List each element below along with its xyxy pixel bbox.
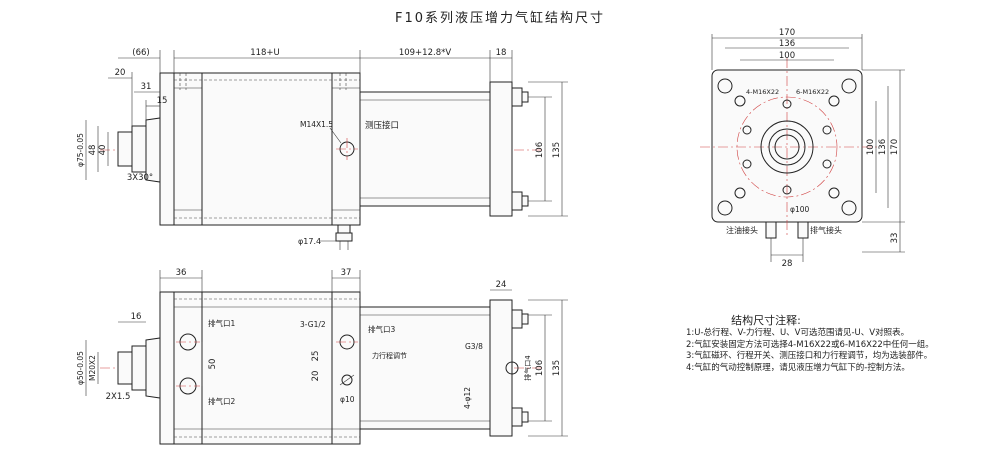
label-air-port: 排气接头 <box>810 225 842 235</box>
bottom-view: 36 37 24 16 φ50-0.05 M20X2 2X1.5 50 25 2… <box>76 268 568 445</box>
label-g38: G3/8 <box>465 342 483 351</box>
label-force-adjust: 力行程调节 <box>372 351 407 360</box>
end-plate <box>711 69 863 223</box>
front-view: (66) 118+U 109+12.8*V 18 20 31 15 φ75-0.… <box>76 48 568 250</box>
corner-hole <box>841 200 857 216</box>
dim-phi75: φ75-0.05 <box>76 133 85 167</box>
dim-136: 136 <box>779 39 795 49</box>
dim-m20: M20X2 <box>88 355 97 381</box>
dim-2x1-5: 2X1.5 <box>106 392 131 402</box>
notes-title: 结构尺寸注释: <box>731 314 801 327</box>
label-g12: 3-G1/2 <box>300 320 326 329</box>
dim-100: 100 <box>779 51 795 61</box>
air-fitting <box>797 221 809 239</box>
cylinder-tube <box>201 72 333 226</box>
label-pressure-port: 测压接口 <box>365 120 399 131</box>
label-vent3: 排气口3 <box>368 324 395 334</box>
dim-170: 170 <box>779 28 795 38</box>
note-line-1: 1:U-总行程、V-力行程、U、V可选范围请见-U、V对照表。 <box>686 328 910 338</box>
dim-phi50: φ50-0.05 <box>76 351 85 385</box>
dim-28: 28 <box>782 259 793 269</box>
label-m14: M14X1.5 <box>300 120 333 129</box>
dim-135: 135 <box>552 142 562 158</box>
dim-33: 33 <box>890 233 900 244</box>
label-oil-port: 注油接头 <box>726 225 758 235</box>
rear-cap <box>489 299 513 437</box>
dim-16: 16 <box>131 312 142 322</box>
corner-hole <box>841 78 857 94</box>
note-line-2: 2:气缸安装固定方法可选择4-M16X22或6-M16X22中任何一组。 <box>686 339 934 350</box>
label-phi17: φ17.4 <box>298 237 321 246</box>
label-vent4: 排气口4 <box>523 355 532 381</box>
vent-port-4 <box>505 361 519 375</box>
tie-rod-nut <box>511 87 523 107</box>
booster-body <box>359 91 491 207</box>
note-line-3: 3:气缸磁环、行程开关、测压接口和力行程调节，均为选装部件。 <box>686 351 933 361</box>
dim-31: 31 <box>141 82 152 92</box>
rod-end <box>117 131 133 167</box>
tie-rod-nut <box>511 191 523 211</box>
label-vent1: 排气口1 <box>208 318 235 328</box>
dim-15: 15 <box>157 96 168 106</box>
dim-40: 40 <box>98 145 108 156</box>
dim-24: 24 <box>496 280 507 290</box>
label-phi100: φ100 <box>790 205 809 214</box>
label-4-m16: 4-M16X22 <box>746 88 779 96</box>
force-adjust-port <box>341 374 353 386</box>
dim-135: 135 <box>552 360 562 376</box>
dim-48: 48 <box>88 145 98 156</box>
dim-18: 18 <box>496 48 507 58</box>
label-6-m16: 6-M16X22 <box>796 88 829 96</box>
label-4-phi12: 4-φ12 <box>463 387 472 409</box>
dim-118-u: 118+U <box>250 48 280 58</box>
side-view: 170 136 100 100 136 170 33 28 4-M16X22 6… <box>700 28 905 269</box>
dim-20: 20 <box>115 68 126 78</box>
dim-106: 106 <box>535 360 545 376</box>
note-line-4: 4:气缸的气动控制原理，请见液压增力气缸下的-控制方法。 <box>686 362 910 373</box>
corner-hole <box>717 78 733 94</box>
dim-109-v: 109+12.8*V <box>399 48 452 58</box>
dim-136-v: 136 <box>878 139 888 155</box>
rod-end <box>117 351 133 385</box>
dim-170-v: 170 <box>890 139 900 155</box>
dim-36: 36 <box>176 268 187 278</box>
bottom-fitting <box>337 224 351 234</box>
rear-cap <box>489 81 513 217</box>
dim-66: (66) <box>132 48 149 58</box>
booster-body <box>359 306 491 430</box>
dim-3x30: 3X30° <box>127 173 153 183</box>
dim-100-v: 100 <box>866 139 876 155</box>
label-vent2: 排气口2 <box>208 396 235 406</box>
dim-106: 106 <box>535 142 545 158</box>
oil-fitting <box>765 221 777 239</box>
front-flange <box>159 291 175 445</box>
label-phi10: φ10 <box>340 395 355 404</box>
drawing-title: F10系列液压增力气缸结构尺寸 <box>395 10 605 26</box>
dim-20: 20 <box>311 371 321 382</box>
rod-shoulder <box>131 125 147 173</box>
dim-37: 37 <box>341 268 352 278</box>
dim-25: 25 <box>311 351 321 362</box>
center-bore-outer <box>760 120 814 174</box>
dim-50: 50 <box>208 359 218 370</box>
notes-block: 结构尺寸注释: 1:U-总行程、V-力行程、U、V可选范围请见-U、V对照表。 … <box>686 312 986 374</box>
corner-hole <box>717 200 733 216</box>
